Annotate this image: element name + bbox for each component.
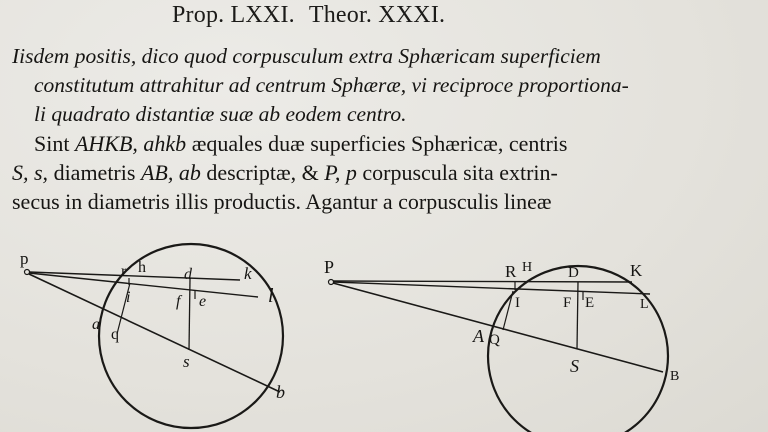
- text-run-italic: P, p: [324, 160, 357, 185]
- text-run-italic: ab: [178, 160, 201, 185]
- label-b: b: [276, 382, 285, 402]
- text-run-italic: AHKB,: [74, 131, 138, 156]
- line-P-L: [332, 281, 651, 295]
- corpuscle-p-point: [23, 268, 31, 276]
- label-k: k: [244, 264, 252, 283]
- label-K: K: [630, 261, 643, 280]
- label-h: h: [138, 259, 146, 276]
- line-d-s: [188, 278, 191, 351]
- label-f: f: [176, 293, 183, 310]
- left-figure-labels: p r h d k l i f e a q s b: [20, 249, 285, 402]
- label-i: i: [126, 289, 130, 306]
- line-D-S: [576, 281, 579, 350]
- label-D: D: [568, 265, 579, 281]
- corpuscle-P-point: [327, 278, 335, 286]
- right-figure-labels: P R H D K I F E L A Q S B: [324, 257, 679, 384]
- text-run: corpuscula sita extrin-: [356, 160, 558, 185]
- body-line-2: S, s, diametris AB, ab descriptæ, & P, p…: [12, 160, 558, 186]
- label-S: S: [570, 356, 579, 376]
- text-run-italic: S, s,: [12, 160, 49, 185]
- theorem-line-2: constitutum attrahitur ad centrum Sphæræ…: [34, 73, 629, 97]
- theorem-line-3: li quadrato distantiæ suæ ab eodem centr…: [34, 102, 407, 126]
- line-i-q: [116, 282, 131, 335]
- proposition-heading: Prop. LXXI. Theor. XXXI.: [172, 2, 459, 29]
- label-P: P: [324, 257, 334, 277]
- text-run-italic: AB,: [140, 160, 174, 185]
- line-P-B: [332, 282, 664, 373]
- line-p-b: [28, 273, 281, 393]
- label-A: A: [472, 326, 485, 346]
- body-line-3: secus in diametris illis productis. Agan…: [12, 189, 552, 214]
- label-d: d: [184, 266, 193, 283]
- proposition-number: Prop. LXXI.: [172, 2, 295, 28]
- body-line-1: Sint AHKB, ahkb æquales duæ superficies …: [34, 131, 567, 157]
- label-a: a: [92, 316, 100, 333]
- large-sphere-circle: [486, 264, 670, 432]
- right-figure: [327, 264, 670, 432]
- text-run: diametris: [48, 160, 141, 185]
- line-I-Q: [502, 290, 514, 331]
- label-q: q: [111, 326, 119, 343]
- line-p-l: [28, 272, 259, 298]
- label-F: F: [563, 295, 571, 311]
- line-P-K: [332, 280, 633, 283]
- text-run: Sint: [34, 131, 75, 156]
- label-I: I: [515, 295, 520, 311]
- label-s: s: [183, 352, 190, 371]
- theorem-line-1: Iisdem positis, dico quod corpusculum ex…: [12, 44, 601, 68]
- label-l: l: [268, 285, 274, 307]
- label-L: L: [640, 297, 649, 312]
- label-H: H: [522, 260, 532, 275]
- label-Q: Q: [489, 332, 500, 348]
- label-R: R: [505, 262, 517, 281]
- label-r: r: [121, 263, 127, 280]
- text-run: descriptæ, &: [200, 160, 325, 185]
- small-sphere-circle: [97, 242, 285, 430]
- label-e: e: [199, 293, 206, 310]
- theorem-number: Theor. XXXI.: [308, 2, 446, 28]
- text-run: æquales duæ superficies Sphæricæ, centri…: [186, 131, 568, 156]
- text-run-italic: ahkb: [143, 131, 187, 156]
- line-p-k: [28, 271, 241, 281]
- left-figure: [23, 242, 285, 430]
- label-E: E: [585, 295, 594, 311]
- label-B: B: [670, 369, 679, 384]
- label-p: p: [20, 249, 29, 268]
